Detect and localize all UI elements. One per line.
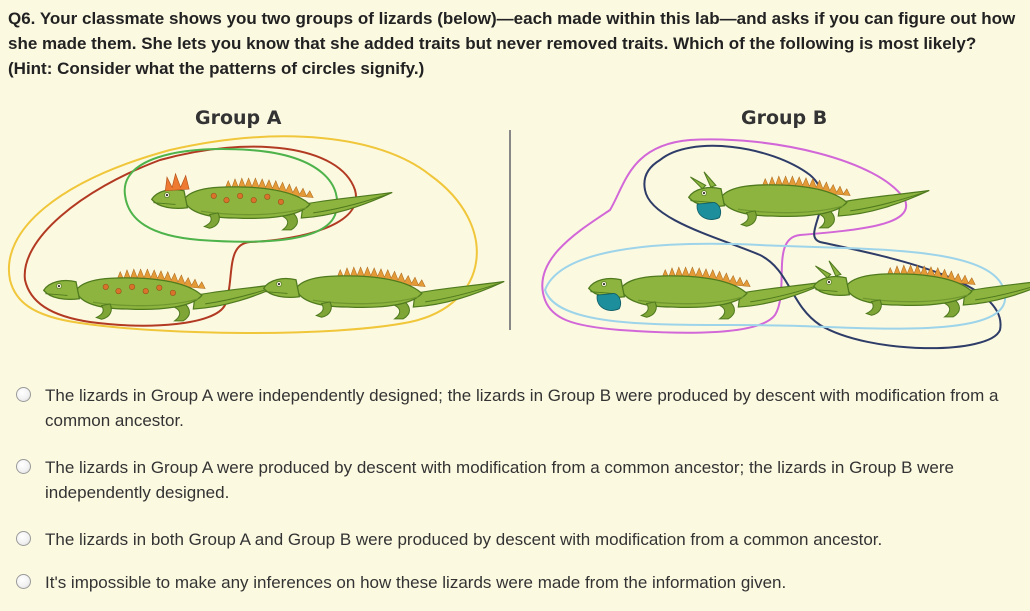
radio-button[interactable] bbox=[16, 459, 31, 474]
lizard-a1 bbox=[151, 173, 393, 231]
lizard-a2 bbox=[43, 268, 285, 322]
answer-option-3[interactable]: The lizards in both Group A and Group B … bbox=[16, 527, 1016, 552]
answer-option-2[interactable]: The lizards in Group A were produced by … bbox=[16, 455, 1016, 505]
lizard-a3 bbox=[263, 266, 505, 320]
answer-option-label: The lizards in Group A were independentl… bbox=[45, 386, 999, 430]
lizard-b2 bbox=[588, 266, 830, 320]
group-b-magenta-outline bbox=[541, 138, 908, 334]
radio-button[interactable] bbox=[16, 387, 31, 402]
radio-button[interactable] bbox=[16, 531, 31, 546]
lizard-groups-figure bbox=[7, 130, 1030, 350]
group-a-inner-outline bbox=[123, 148, 339, 243]
answer-option-1[interactable]: The lizards in Group A were independentl… bbox=[16, 383, 1016, 433]
group-a-outer-outline bbox=[7, 135, 478, 335]
group-b-navy-outline bbox=[643, 144, 1002, 350]
answer-option-label: It's impossible to make any inferences o… bbox=[45, 573, 787, 592]
answer-option-4[interactable]: It's impossible to make any inferences o… bbox=[16, 570, 1016, 595]
group-a-middle-outline bbox=[23, 145, 358, 327]
radio-button[interactable] bbox=[16, 574, 31, 589]
answer-option-label: The lizards in Group A were produced by … bbox=[45, 458, 954, 502]
group-a-title: Group A bbox=[195, 107, 282, 129]
answer-option-label: The lizards in both Group A and Group B … bbox=[45, 530, 883, 549]
lizard-b3 bbox=[813, 260, 1030, 318]
question-text: Q6. Your classmate shows you two groups … bbox=[8, 9, 1016, 78]
group-b-title: Group B bbox=[741, 107, 828, 129]
